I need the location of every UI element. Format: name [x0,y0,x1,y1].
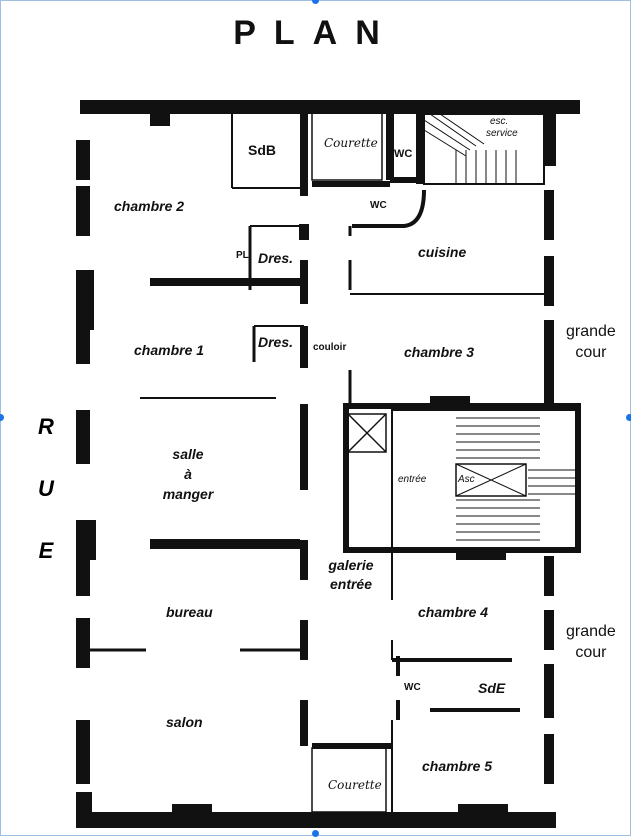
salle-line-2: à [184,466,192,482]
room-sde: SdE [478,680,506,696]
bottom-wall-pier [172,804,212,814]
courtyard-bottom-line-1: grande [566,623,616,640]
right-wall [544,114,556,784]
room-chambre-2: chambre 2 [114,198,185,214]
service-stairs [423,113,545,185]
room-galerie-entree: galerie entrée [316,556,386,594]
bottom-wall [76,812,556,828]
courtyard-label-bottom: grande cour [566,622,616,664]
main-stairs [455,417,576,541]
interior-walls [90,111,544,813]
resize-handle-bottom[interactable] [312,830,319,837]
room-wc-bottom: WC [404,682,421,693]
room-esc-service-2: service [486,128,518,139]
courtyard-top-line-2: cour [575,343,607,361]
salle-line-3: manger [162,486,214,502]
room-couloir: couloir [313,342,347,353]
room-chambre-4: chambre 4 [418,604,489,620]
room-courette-bottom: Courette [328,778,382,792]
top-wall-chimney [150,100,170,126]
room-courette-top: Courette [324,136,378,150]
lift-shaft [347,413,387,453]
room-entree: entrée [398,474,427,485]
room-chambre-5: chambre 5 [422,758,493,774]
resize-handle-left[interactable] [0,414,4,421]
room-wc-small: WC [370,200,387,211]
plan-title: PLAN [233,14,398,52]
room-wc-top: WC [394,148,413,160]
room-pl: PL [236,250,249,261]
resize-handle-right[interactable] [626,414,631,421]
resize-handle-top[interactable] [312,0,319,4]
room-asc: Asc [458,474,475,485]
room-salon: salon [166,714,203,730]
stair-block-pier-2 [456,548,506,560]
stair-block-pier [430,396,470,406]
street-letter-u: U [38,476,54,501]
room-dres-1: Dres. [258,250,294,266]
room-salle-a-manger: salle à manger [150,444,226,504]
street-letter-r: R [38,414,54,439]
salle-line-1: salle [172,446,204,462]
galerie-line-2: entrée [329,576,373,592]
courtyard-label-top: grande cour [566,322,616,364]
room-sdb: SdB [248,142,276,158]
street-label: R U E [34,396,58,582]
room-dres-2: Dres. [258,334,294,350]
top-wall [80,100,580,114]
courtyard-top-line-1: grande [566,323,616,340]
room-bureau: bureau [166,604,213,620]
room-chambre-1: chambre 1 [134,342,205,358]
galerie-line-1: galerie [328,557,374,573]
street-letter-e: E [38,538,54,563]
room-chambre-3: chambre 3 [404,344,475,360]
bottom-wall-pier-2 [458,804,508,814]
room-esc-service-1: esc. [490,116,509,127]
room-cuisine: cuisine [418,244,467,260]
courtyard-bottom-line-2: cour [575,643,607,661]
left-wall [76,140,96,814]
